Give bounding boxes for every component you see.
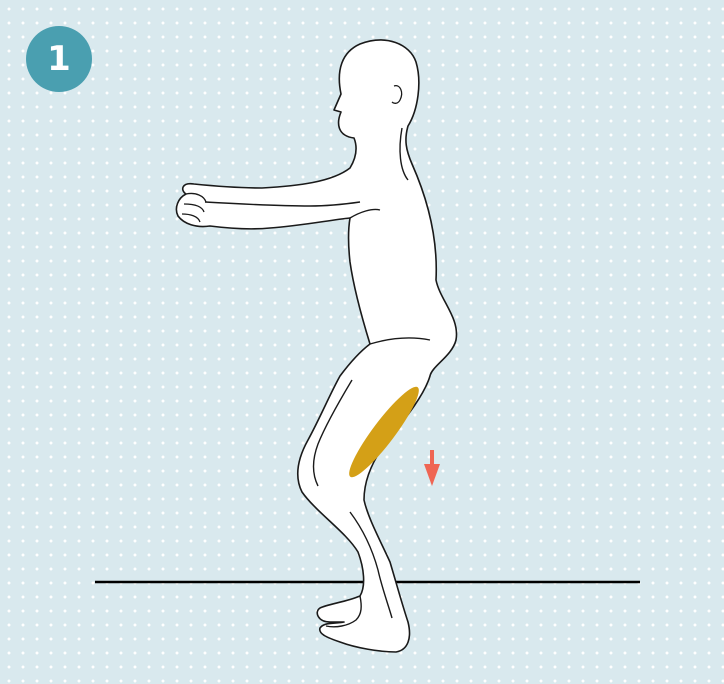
down-arrow-icon <box>424 450 440 486</box>
arrow-head <box>424 464 440 486</box>
body-outline <box>176 40 456 652</box>
